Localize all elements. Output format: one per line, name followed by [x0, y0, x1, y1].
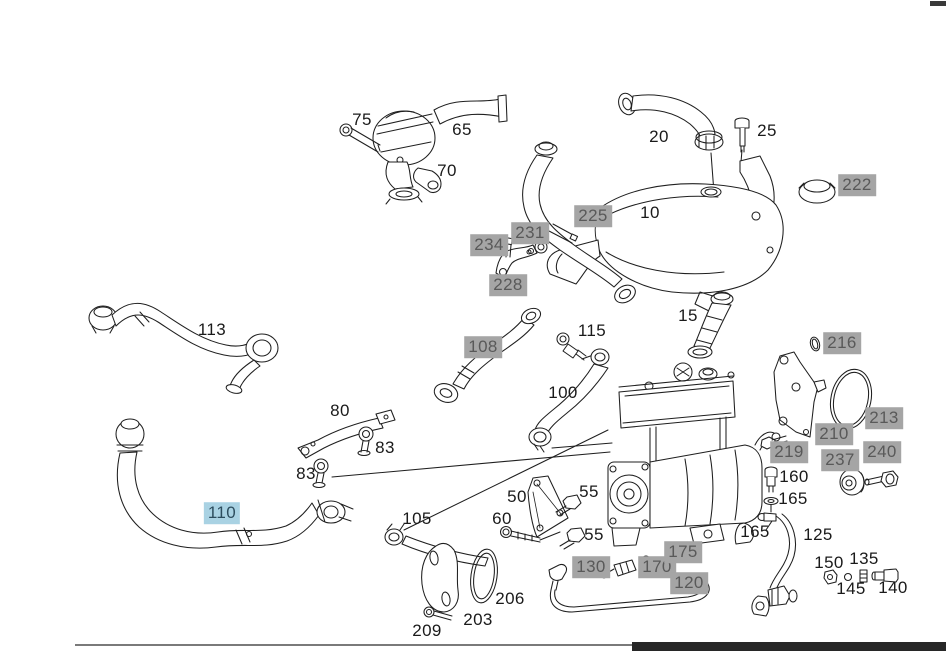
- part-callout-108[interactable]: 108: [464, 336, 502, 358]
- part-callout-120[interactable]: 120: [670, 572, 708, 594]
- fitting-150: [823, 569, 838, 585]
- part-callout-222[interactable]: 222: [838, 174, 876, 196]
- part-callout-240[interactable]: 240: [863, 441, 901, 463]
- part-callout-125: 125: [803, 525, 833, 545]
- seal-237: [839, 468, 865, 496]
- fitting-135: [859, 569, 868, 583]
- part-callout-130[interactable]: 130: [572, 556, 610, 578]
- part-callout-100: 100: [548, 383, 578, 403]
- part-callout-83: 83: [296, 464, 316, 484]
- part-callout-105: 105: [402, 509, 432, 529]
- part-callout-145: 145: [836, 579, 866, 599]
- part-callout-60: 60: [492, 509, 512, 529]
- part-callout-10: 10: [640, 203, 660, 223]
- pipe-125: [751, 513, 798, 617]
- bolt-83-right: [357, 426, 374, 457]
- part-callout-150: 150: [814, 553, 844, 573]
- part-callout-165: 165: [740, 522, 770, 542]
- footer-divider-line: [75, 644, 632, 646]
- o-ring-216: [809, 336, 821, 352]
- bolt-60: [499, 525, 541, 543]
- part-callout-70: 70: [437, 161, 457, 181]
- clamp-231: [526, 240, 548, 255]
- part-callout-203: 203: [463, 610, 493, 630]
- bolt-55-top: [555, 494, 582, 516]
- bottom-black-bar: [632, 642, 946, 651]
- thermostat-housing-65: [372, 94, 508, 205]
- part-callout-113: 113: [197, 320, 227, 340]
- part-callout-225[interactable]: 225: [574, 205, 612, 227]
- plug-70: [413, 167, 442, 194]
- cover-203: [421, 542, 459, 613]
- part-callout-231[interactable]: 231: [511, 222, 549, 244]
- fitting-165: [757, 512, 777, 522]
- part-callout-25: 25: [757, 121, 777, 141]
- part-callout-140: 140: [878, 578, 908, 598]
- part-callout-135: 135: [849, 549, 879, 569]
- fitting-140: [871, 568, 899, 583]
- part-callout-175[interactable]: 175: [664, 541, 702, 563]
- sealing-ring-222: [798, 179, 836, 204]
- part-callout-206: 206: [495, 589, 525, 609]
- bolt-55-bottom: [559, 527, 586, 550]
- part-callout-55: 55: [579, 482, 599, 502]
- hose-15: [687, 291, 734, 359]
- part-callout-237[interactable]: 237: [821, 449, 859, 471]
- fitting-130: [548, 563, 568, 591]
- hose-20: [618, 92, 724, 151]
- bracket-50: [527, 475, 569, 538]
- part-callout-234[interactable]: 234: [470, 234, 508, 256]
- expansion-tank-10: [546, 155, 784, 312]
- bolt-240: [864, 470, 899, 488]
- part-callout-50: 50: [507, 487, 527, 507]
- window-edge-artifact: [930, 1, 946, 6]
- part-callout-80: 80: [330, 401, 350, 421]
- part-callout-110[interactable]: 110: [203, 502, 241, 524]
- part-callout-65: 65: [452, 120, 472, 140]
- hose-113: [88, 302, 279, 394]
- part-callout-213[interactable]: 213: [865, 407, 903, 429]
- hose-225: [522, 141, 636, 304]
- sensor-115: [556, 332, 587, 361]
- bolt-75: [339, 123, 381, 153]
- part-callout-15: 15: [678, 306, 698, 326]
- washer-165: [763, 496, 779, 513]
- cover-plate-210: [773, 351, 827, 438]
- leader-lines: [331, 149, 773, 541]
- air-compressor: [607, 362, 781, 547]
- part-callout-216[interactable]: 216: [823, 332, 861, 354]
- part-callout-228[interactable]: 228: [489, 274, 527, 296]
- part-callout-75: 75: [352, 110, 372, 130]
- part-callout-160: 160: [779, 467, 809, 487]
- part-callout-55: 55: [584, 525, 604, 545]
- gasket-206: [470, 548, 498, 604]
- bolt-160: [764, 466, 778, 493]
- part-callout-83: 83: [375, 438, 395, 458]
- hose-110: [115, 418, 354, 549]
- bolt-209: [423, 606, 453, 621]
- bolt-83-left: [312, 458, 329, 489]
- part-callout-210[interactable]: 210: [815, 423, 853, 445]
- ball-145: [843, 572, 853, 582]
- part-callout-115: 115: [577, 321, 607, 341]
- part-callout-165: 165: [778, 489, 808, 509]
- part-callout-209: 209: [412, 621, 442, 641]
- bolt-25: [734, 117, 750, 153]
- part-callout-219[interactable]: 219: [770, 441, 808, 463]
- hose-100: [528, 348, 610, 453]
- part-callout-20: 20: [649, 127, 669, 147]
